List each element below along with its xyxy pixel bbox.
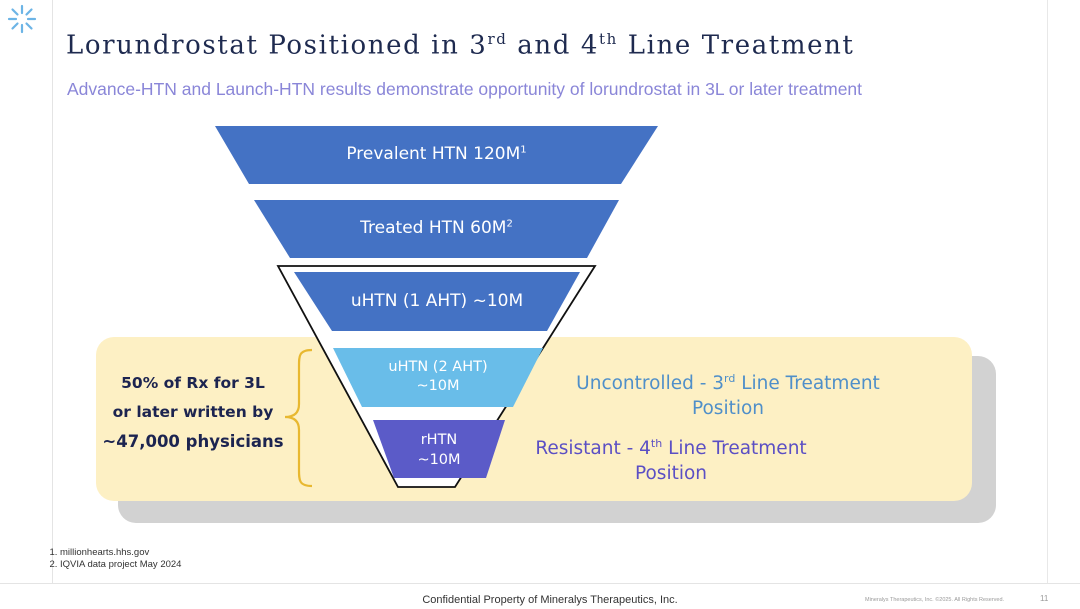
confidential-footer: Confidential Property of Mineralys Thera…	[422, 594, 678, 606]
funnel-label-uhtn-2aht: uHTN (2 AHT) ~10M	[388, 359, 488, 394]
right-divider	[1047, 0, 1048, 583]
footnote-item: millionhearts.hhs.gov	[60, 547, 438, 559]
funnel-label-prevalent: Prevalent HTN 120M1	[346, 144, 527, 164]
highlight-box	[96, 337, 972, 501]
page-subtitle: Advance-HTN and Launch-HTN results demon…	[67, 79, 863, 99]
left-divider	[52, 0, 53, 583]
starburst-logo-icon	[7, 4, 37, 34]
funnel-level-rhtn	[373, 420, 505, 478]
footer-divider	[0, 583, 1080, 584]
funnel-level-uhtn-2aht	[333, 348, 543, 407]
curly-brace-icon	[284, 348, 313, 488]
resistant-status-label: Resistant - 4th Line Treatment Position	[535, 437, 807, 485]
footnote-item: IQVIA data project May 2024	[60, 559, 438, 571]
funnel-level-uhtn-1aht	[294, 272, 580, 331]
page-title: Lorundrostat Positioned in 3rd and 4th L…	[66, 30, 855, 61]
footnotes: millionhearts.hhs.gov IQVIA data project…	[38, 547, 438, 571]
funnel-label-treated: Treated HTN 60M2	[360, 218, 513, 238]
funnel-level-prevalent	[215, 126, 658, 184]
physicians-callout: 50% of Rx for 3L or later written by ~47…	[102, 374, 284, 451]
funnel-level-treated	[254, 200, 619, 258]
page-number: 11	[1040, 594, 1049, 603]
funnel-label-rhtn: rHTN ~10M	[417, 432, 461, 468]
uncontrolled-status-label: Uncontrolled - 3rd Line Treatment Positi…	[576, 372, 880, 420]
copyright-text: Mineralys Therapeutics, Inc. ©2025. All …	[865, 597, 1005, 603]
funnel-label-uhtn-1aht: uHTN (1 AHT) ~10M	[350, 291, 524, 311]
